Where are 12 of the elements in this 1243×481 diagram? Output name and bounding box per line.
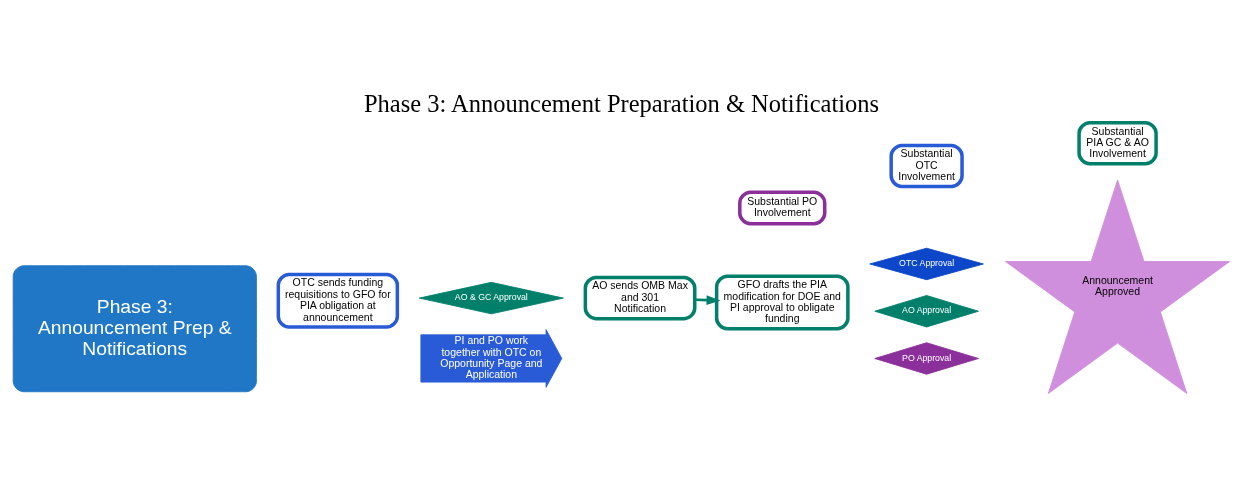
node-diamond: OTC Approval [869,247,984,280]
legend-label: Substantial PIA GC & AO Involvement [1086,124,1149,159]
node-box: GFO drafts the PIA modification for DOE and PI approval to obligate funding [714,273,850,330]
node-box: OTC sends funding requisitions to GFO for PIA obligation at announcement [276,272,400,329]
node-diamond: AO Approval [874,294,979,327]
diagram-title: Phase 3: Announcement Preparation & Notifications [363,89,880,117]
node-diamond: AO & GC Approval [418,281,564,314]
node-box: AO sends OMB Max and 301 Notification [583,275,697,320]
legend-label: Substantial OTC Involvement [898,146,955,182]
legend-label: Substantial PO Involvement [747,194,818,218]
node-diamond: PO Approval [874,341,979,375]
node-box: Phase 3: Announcement Prep & Notifications [12,264,257,392]
